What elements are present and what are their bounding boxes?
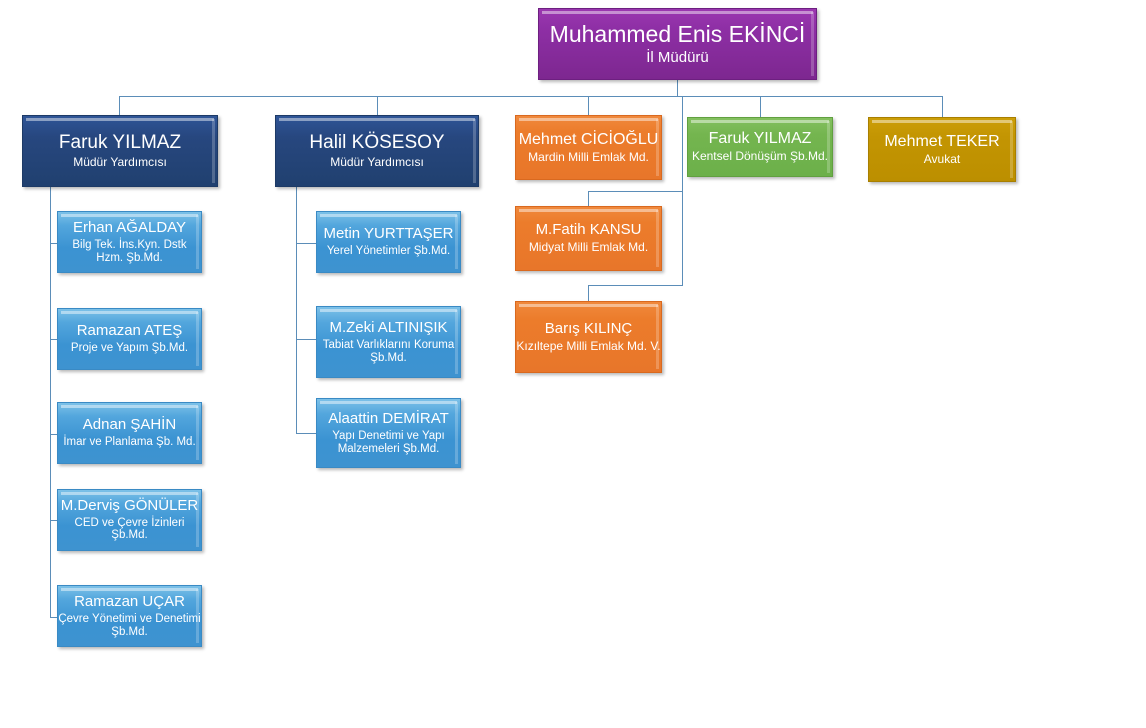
node-d1-c3-name: Adnan ŞAHİN <box>82 415 177 433</box>
node-director[interactable]: Muhammed Enis EKİNCİ İl Müdürü <box>538 8 817 80</box>
connector-drop-deputy-2 <box>377 96 378 115</box>
node-d2-c1-name: Metin YURTTAŞER <box>323 224 454 242</box>
node-director-role: İl Müdürü <box>646 48 709 66</box>
connector-stub-d1-c4 <box>50 520 60 521</box>
node-d1-c4-name: M.Derviş GÖNÜLER <box>60 496 199 514</box>
node-emlak-head-name: Mehmet CİCİOĞLU <box>518 130 659 148</box>
connector-stub-d2-c1 <box>296 243 316 244</box>
node-d2-c2-role: Tabiat Varlıklarını Koruma Şb.Md. <box>322 338 455 364</box>
node-d1-c3-role: İmar ve Planlama Şb. Md. <box>63 436 196 449</box>
node-d1-c5-role: Çevre Yönetimi ve Denetimi Şb.Md. <box>58 612 201 638</box>
node-d1-c3[interactable]: Adnan ŞAHİN İmar ve Planlama Şb. Md. <box>57 402 202 464</box>
node-d1-c4-role: CED ve Çevre İzinleri Şb.Md. <box>74 516 185 542</box>
connector-stub-d1-c1 <box>50 243 60 244</box>
connector-drop-emlak <box>588 96 589 115</box>
node-d2-c2[interactable]: M.Zeki ALTINIŞIK Tabiat Varlıklarını Kor… <box>316 306 461 378</box>
node-d2-c1-role: Yerel Yönetimler Şb.Md. <box>326 245 451 258</box>
connector-drop-em-c1 <box>588 191 589 206</box>
connector-stub-d1-c2 <box>50 339 60 340</box>
node-d1-c1-role: Bilg Tek. İns.Kyn. Dstk Hzm. Şb.Md. <box>72 238 187 264</box>
node-emlak-head-role: Mardin Milli Emlak Md. <box>528 149 649 164</box>
node-director-name: Muhammed Enis EKİNCİ <box>549 20 806 47</box>
node-kentsel-donusum-name: Faruk YILMAZ <box>708 130 812 148</box>
connector-spine-deputy-2 <box>296 187 297 433</box>
connector-drop-avukat <box>942 96 943 117</box>
node-deputy-2-name: Halil KÖSESOY <box>309 131 445 153</box>
node-em-c1-name: M.Fatih KANSU <box>535 221 642 239</box>
connector-director-stem <box>677 80 678 97</box>
node-d2-c3-name: Alaattin DEMİRAT <box>328 409 449 427</box>
node-d1-c4[interactable]: M.Derviş GÖNÜLER CED ve Çevre İzinleri Ş… <box>57 489 202 551</box>
node-d1-c5-name: Ramazan UÇAR <box>74 592 185 610</box>
node-deputy-1-role: Müdür Yardımcısı <box>73 155 167 170</box>
node-em-c2-name: Barış KILINÇ <box>544 319 633 337</box>
node-d1-c1[interactable]: Erhan AĞALDAY Bilg Tek. İns.Kyn. Dstk Hz… <box>57 211 202 273</box>
node-deputy-2[interactable]: Halil KÖSESOY Müdür Yardımcısı <box>275 115 479 187</box>
connector-branch-em-c1 <box>588 191 683 192</box>
connector-stub-d1-c5 <box>50 617 60 618</box>
node-em-c2[interactable]: Barış KILINÇ Kızıltepe Milli Emlak Md. V… <box>515 301 662 373</box>
connector-drop-kentsel <box>760 96 761 117</box>
node-d1-c2[interactable]: Ramazan ATEŞ Proje ve Yapım Şb.Md. <box>57 308 202 370</box>
node-avukat-name: Mehmet TEKER <box>884 132 1000 150</box>
node-deputy-1-name: Faruk YILMAZ <box>58 131 182 153</box>
connector-stub-d2-c2 <box>296 339 316 340</box>
node-emlak-head[interactable]: Mehmet CİCİOĞLU Mardin Milli Emlak Md. <box>515 115 662 180</box>
node-em-c1[interactable]: M.Fatih KANSU Midyat Milli Emlak Md. <box>515 206 662 271</box>
connector-spine-deputy-1 <box>50 187 51 617</box>
connector-drop-deputy-1 <box>119 96 120 115</box>
node-d2-c1[interactable]: Metin YURTTAŞER Yerel Yönetimler Şb.Md. <box>316 211 461 273</box>
node-d1-c1-name: Erhan AĞALDAY <box>72 218 187 236</box>
connector-stub-d1-c3 <box>50 434 60 435</box>
node-em-c2-role: Kızıltepe Milli Emlak Md. V. <box>516 338 661 353</box>
node-avukat[interactable]: Mehmet TEKER Avukat <box>868 117 1016 182</box>
node-d2-c3[interactable]: Alaattin DEMİRAT Yapı Denetimi ve Yapı M… <box>316 398 461 468</box>
node-avukat-role: Avukat <box>923 151 961 166</box>
node-d1-c5[interactable]: Ramazan UÇAR Çevre Yönetimi ve Denetimi … <box>57 585 202 647</box>
node-em-c1-role: Midyat Milli Emlak Md. <box>528 240 649 255</box>
node-deputy-1[interactable]: Faruk YILMAZ Müdür Yardımcısı <box>22 115 218 187</box>
connector-top-bus <box>119 96 943 97</box>
node-d2-c3-role: Yapı Denetimi ve Yapı Malzemeleri Şb.Md. <box>332 429 445 455</box>
connector-stub-d2-c3 <box>296 433 316 434</box>
node-kentsel-donusum-role: Kentsel Dönüşüm Şb.Md. <box>691 149 829 164</box>
node-d1-c2-name: Ramazan ATEŞ <box>76 321 183 339</box>
node-d2-c2-name: M.Zeki ALTINIŞIK <box>329 318 448 336</box>
connector-branch-em-c2 <box>588 285 683 286</box>
connector-drop-em-c2 <box>588 285 589 301</box>
node-kentsel-donusum[interactable]: Faruk YILMAZ Kentsel Dönüşüm Şb.Md. <box>687 117 833 177</box>
node-deputy-2-role: Müdür Yardımcısı <box>330 155 424 170</box>
node-d1-c2-role: Proje ve Yapım Şb.Md. <box>70 342 189 355</box>
